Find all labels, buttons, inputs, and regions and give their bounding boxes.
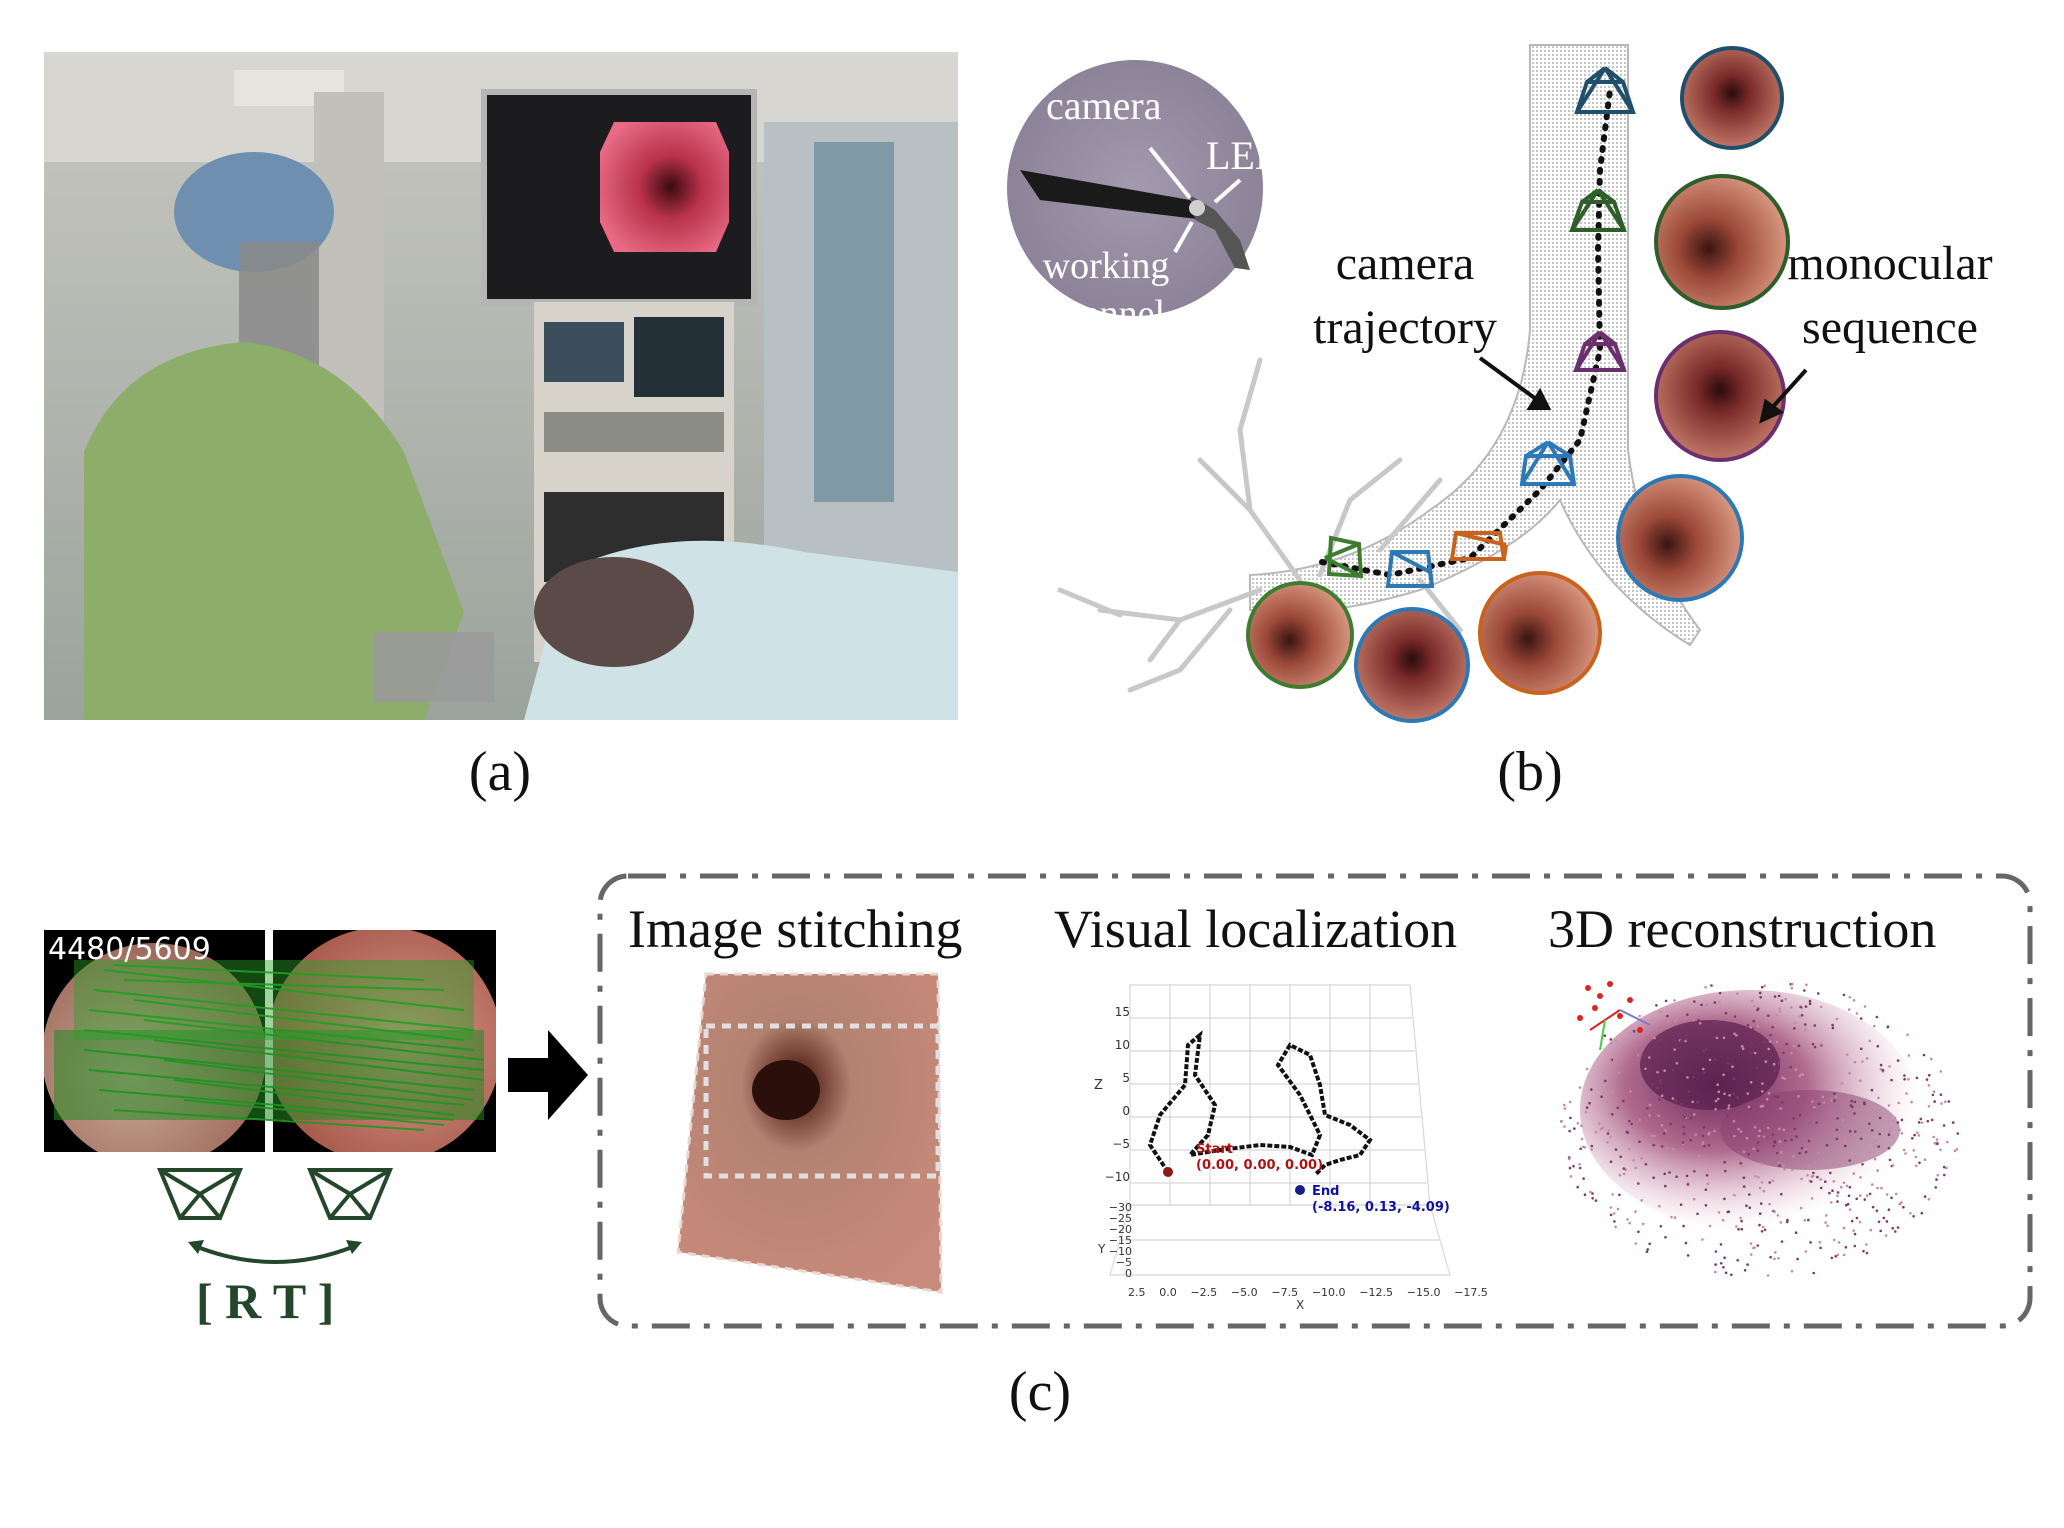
plot-x-label: X xyxy=(1296,1298,1305,1312)
x-tick: −17.5 xyxy=(1454,1286,1488,1299)
plot-y-label: Y xyxy=(1098,1242,1106,1256)
x-tick: 2.5 xyxy=(1128,1286,1146,1299)
z-tick: −10 xyxy=(1104,1170,1130,1184)
bronchoscopy-room-photo xyxy=(44,52,958,720)
y-tick: −25 xyxy=(1108,1212,1132,1225)
x-tick: −2.5 xyxy=(1190,1286,1218,1299)
plot-z-ticks: 15 10 5 0 −5 −10 xyxy=(1100,996,1130,1194)
end-coords: (-8.16, 0.13, -4.09) xyxy=(1312,1200,1450,1215)
z-tick: 0 xyxy=(1122,1104,1130,1118)
z-tick: −5 xyxy=(1112,1137,1130,1151)
y-tick: −20 xyxy=(1108,1223,1132,1236)
panel-a-caption: (a) xyxy=(468,741,532,803)
localization-plot xyxy=(1090,975,1490,1320)
inset-camera-label: camera xyxy=(1046,83,1162,128)
y-tick: −10 xyxy=(1108,1245,1132,1258)
camera-trajectory-label: camera trajectory xyxy=(1313,237,1497,354)
plot-z-label: Z xyxy=(1094,1078,1103,1093)
plot-y-ticks: −30 −25 −20 −15 −10 −5 0 xyxy=(1102,1202,1132,1279)
relative-pose-diagram xyxy=(150,1168,400,1278)
z-tick: 5 xyxy=(1122,1071,1130,1085)
y-tick: −30 xyxy=(1108,1201,1132,1214)
x-tick: −10.0 xyxy=(1311,1286,1346,1299)
end-label: End xyxy=(1312,1184,1340,1199)
plot-x-ticks: 2.5 0.0 −2.5 −5.0 −7.5 −10.0 −12.5 −15.0… xyxy=(1128,1286,1488,1299)
inset-led-label: LED xyxy=(1206,133,1284,178)
y-tick: 0 xyxy=(1125,1267,1132,1280)
camera-icon-right xyxy=(307,1168,393,1220)
camera-frustum-navy xyxy=(1574,66,1636,114)
airway-trajectory-diagram xyxy=(1000,30,2040,750)
reconstruction-point-cloud xyxy=(1559,970,2010,1335)
start-label: Start xyxy=(1196,1142,1233,1157)
x-tick: −5.0 xyxy=(1230,1286,1258,1299)
task-title-reconstruction: 3D reconstruction xyxy=(1548,899,1937,959)
z-tick: 15 xyxy=(1114,1005,1130,1019)
x-tick: −12.5 xyxy=(1359,1286,1393,1299)
y-tick: −15 xyxy=(1108,1234,1132,1247)
camera-icon-left xyxy=(157,1168,243,1220)
start-coords: (0.00, 0.00, 0.00) xyxy=(1196,1158,1324,1173)
inset-working-channel-label: working channel xyxy=(1042,245,1170,335)
task-title-localization: Visual localization xyxy=(1054,899,1458,959)
z-tick: 10 xyxy=(1114,1038,1130,1052)
stitched-image xyxy=(676,970,956,1305)
x-tick: −15.0 xyxy=(1406,1286,1441,1299)
feature-matching-pair xyxy=(42,927,502,1167)
pose-label: [ R T ] xyxy=(196,1273,335,1329)
downstream-tasks-box xyxy=(596,872,2036,1337)
monocular-sequence-label: monocular sequence xyxy=(1787,237,1993,354)
x-tick: −7.5 xyxy=(1271,1286,1299,1299)
right-arrow-icon xyxy=(508,1030,588,1125)
x-tick: 0.0 xyxy=(1159,1286,1177,1299)
task-title-stitching: Image stitching xyxy=(628,899,963,959)
match-counter: 4480/5609 xyxy=(48,932,211,967)
panel-b-caption: (b) xyxy=(1497,741,1563,803)
panel-c-caption: (c) xyxy=(1008,1361,1072,1423)
y-tick: −5 xyxy=(1115,1256,1132,1269)
